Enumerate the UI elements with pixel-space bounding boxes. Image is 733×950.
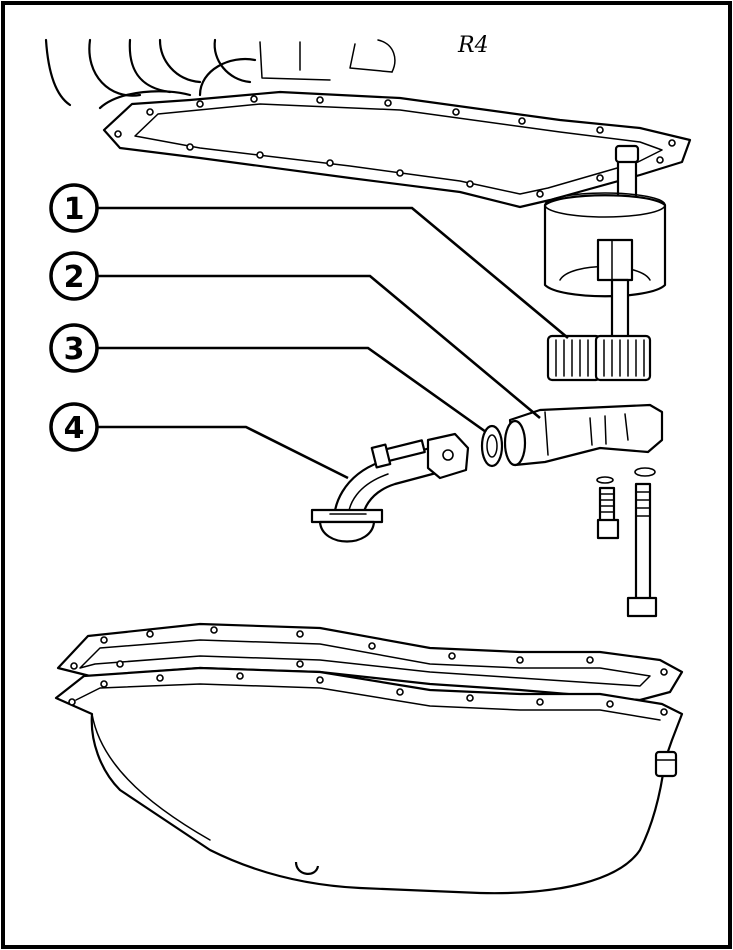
oil-strainer bbox=[310, 432, 470, 543]
callout-1-label: 1 bbox=[64, 192, 85, 227]
pump-gears bbox=[546, 334, 652, 382]
callout-2-label: 2 bbox=[64, 260, 85, 295]
oil-pan bbox=[54, 666, 684, 895]
callout-leaders bbox=[97, 206, 569, 480]
callout-4: 4 bbox=[49, 402, 99, 452]
callout-4-label: 4 bbox=[64, 411, 85, 446]
oil-pump bbox=[543, 144, 667, 382]
artist-signature: R4 bbox=[457, 33, 489, 58]
bolts bbox=[596, 467, 658, 618]
washer-icon bbox=[634, 467, 656, 477]
seal-ring bbox=[480, 424, 504, 468]
pickup-flange bbox=[503, 403, 664, 467]
upper-gasket bbox=[102, 90, 692, 209]
callout-2: 2 bbox=[49, 251, 99, 301]
callout-1: 1 bbox=[49, 183, 99, 233]
callout-3: 3 bbox=[49, 323, 99, 373]
callout-3-label: 3 bbox=[64, 332, 85, 367]
bolt-icon bbox=[370, 439, 426, 469]
